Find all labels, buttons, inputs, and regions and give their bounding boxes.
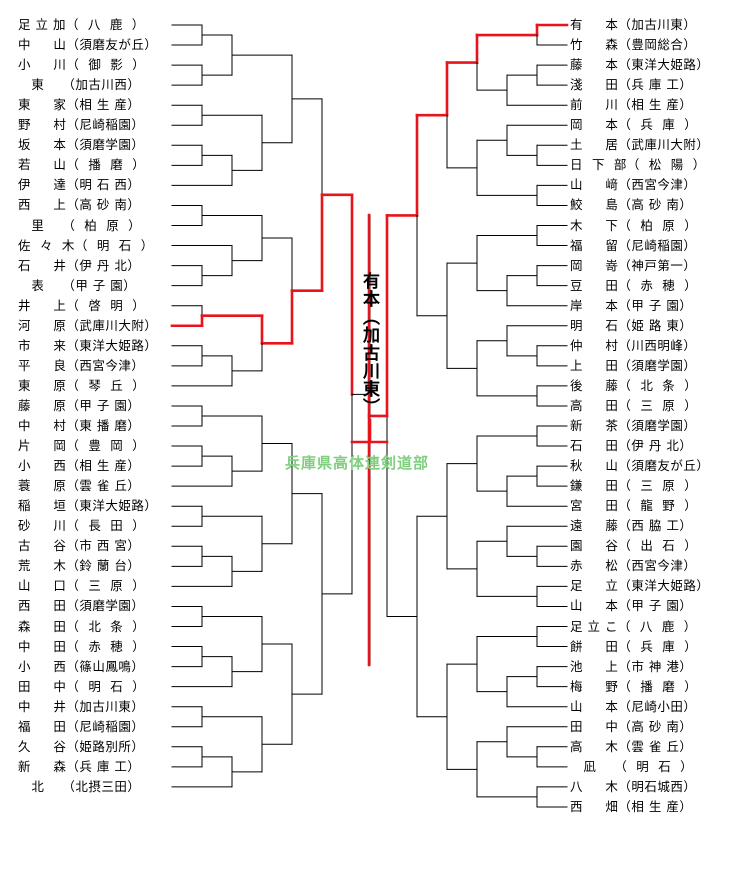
right-entry: 山 本（尼崎小田） (570, 698, 697, 714)
right-entry: 明 石（姫 路 東） (570, 317, 693, 333)
right-entry: 木 下（ 柏 原 ） (570, 217, 698, 233)
right-entry: 岡 嵜（神戸第一） (570, 257, 697, 273)
left-entry: 平 良（西宮今津） (18, 357, 145, 373)
left-entry: 藤 原（甲 子 園） (18, 397, 141, 413)
right-entry: 藤 本（東洋大姫路） (570, 57, 710, 73)
right-entry: 福 留（尼崎稲園） (570, 237, 697, 253)
right-entry: 日 下 部（ 松 陽 ） (570, 157, 706, 173)
right-entry: 西 畑（相 生 産） (570, 798, 693, 814)
left-entry: 小 西（相 生 産） (18, 458, 141, 474)
right-entry: 園 谷（ 出 石 ） (570, 538, 698, 554)
right-entry: 上 田（須磨学園） (570, 357, 697, 373)
right-entry: 赤 松（西宮今津） (570, 558, 697, 574)
left-entry: 伊 達（明 石 西） (18, 177, 141, 193)
champion-label: 有本（加古川東） (359, 272, 379, 416)
left-entry: 西 上（高 砂 南） (18, 197, 141, 213)
left-entry: 河 原（武庫川大附） (18, 317, 158, 333)
left-entry: 里 （ 柏 原 ） (18, 217, 142, 233)
left-entry: 荒 木（鈴 蘭 台） (18, 558, 141, 574)
right-entry: 山 﨑（西宮今津） (570, 177, 697, 193)
right-entry: 餅 田（ 兵 庫 ） (570, 638, 698, 654)
right-entry: 田 中（高 砂 南） (570, 718, 693, 734)
left-entry: 久 谷（姫路別所） (18, 738, 145, 754)
right-entry: 山 本（甲 子 園） (570, 598, 693, 614)
left-entry: 山 口（ 三 原 ） (18, 578, 146, 594)
left-entry: 佐 々 木（ 明 石 ） (18, 237, 154, 253)
left-entry: 古 谷（市 西 宮） (18, 538, 141, 554)
left-entry: 小 西（篠山鳳鳴） (18, 658, 145, 674)
right-entry: 豆 田（ 赤 穂 ） (570, 277, 698, 293)
right-entry: 高 木（雲 雀 丘） (570, 738, 693, 754)
left-entry: 北 （北摂三田） (18, 778, 141, 794)
right-entry: 高 田（ 三 原 ） (570, 397, 698, 413)
left-entry: 足 立 加（ 八 鹿 ） (18, 17, 145, 32)
left-entry: 稲 垣（東洋大姫路） (18, 498, 158, 514)
left-entry: 東 原（ 琴 丘 ） (18, 377, 146, 393)
right-entry: 八 木（明石城西） (570, 778, 697, 794)
right-entry: 石 田（伊 丹 北） (570, 438, 693, 454)
right-entry: 池 上（市 神 港） (570, 658, 693, 674)
left-entry: 坂 本（須磨学園） (18, 137, 145, 153)
right-entry: 秋 山（須磨友が丘） (570, 458, 710, 474)
right-entry: 凪 （ 明 石 ） (570, 758, 694, 774)
right-entry: 淺 田（兵 庫 工） (570, 77, 693, 93)
right-entry: 土 居（武庫川大附） (570, 137, 710, 153)
right-entry: 後 藤（ 北 条 ） (570, 377, 698, 393)
left-entry: 石 井（伊 丹 北） (18, 257, 141, 273)
left-entry: 新 森（兵 庫 工） (18, 758, 141, 774)
right-entry: 岸 本（甲 子 園） (570, 297, 693, 313)
right-entry: 新 茶（須磨学園） (570, 418, 697, 433)
left-entry: 野 村（尼崎稲園） (18, 117, 145, 133)
right-entry: 鮫 島（高 砂 南） (570, 197, 693, 213)
right-entry: 宮 田（ 龍 野 ） (570, 498, 698, 514)
left-entry: 田 中（ 明 石 ） (18, 678, 146, 694)
watermark-text: 兵庫県高体連剣道部 (285, 454, 430, 472)
left-entry: 東 家（相 生 産） (18, 97, 141, 113)
right-entry: 足 立 こ（ 八 鹿 ） (570, 618, 697, 634)
left-entry: 井 上（ 啓 明 ） (18, 297, 146, 313)
left-entry: 西 田（須磨学園） (18, 598, 145, 614)
left-entry: 砂 川（ 長 田 ） (18, 518, 146, 534)
right-entry: 遠 藤（西 脇 工） (570, 518, 693, 534)
left-entry: 森 田（ 北 条 ） (18, 618, 146, 634)
left-entry: 中 山（須磨友が丘） (18, 37, 158, 53)
right-entry: 鎌 田（ 三 原 ） (570, 478, 698, 494)
right-entry: 有 本（加古川東） (570, 17, 697, 32)
left-entry: 若 山（ 播 磨 ） (18, 157, 146, 173)
left-entry: 小 川（ 御 影 ） (18, 57, 146, 73)
left-entry: 蓑 原（雲 雀 丘） (18, 478, 141, 494)
right-entry: 仲 村（川西明峰） (570, 337, 697, 353)
right-entry: 竹 森（豊岡総合） (570, 37, 697, 53)
right-entry: 梅 野（ 播 磨 ） (570, 678, 698, 694)
left-entry: 表 （甲 子 園） (18, 277, 137, 293)
right-entry: 足 立（東洋大姫路） (570, 578, 710, 594)
left-entry: 東 （加古川西） (18, 77, 141, 93)
right-entry: 前 川（相 生 産） (570, 97, 693, 113)
left-entry: 中 村（東 播 磨） (18, 418, 141, 433)
left-entry: 中 井（加古川東） (18, 698, 145, 714)
left-entry: 片 岡（ 豊 岡 ） (18, 438, 146, 454)
right-entry: 岡 本（ 兵 庫 ） (570, 117, 698, 133)
left-entry: 中 田（ 赤 穂 ） (18, 638, 146, 654)
left-entry: 福 田（尼崎稲園） (18, 718, 145, 734)
left-entry: 市 来（東洋大姫路） (18, 337, 158, 353)
